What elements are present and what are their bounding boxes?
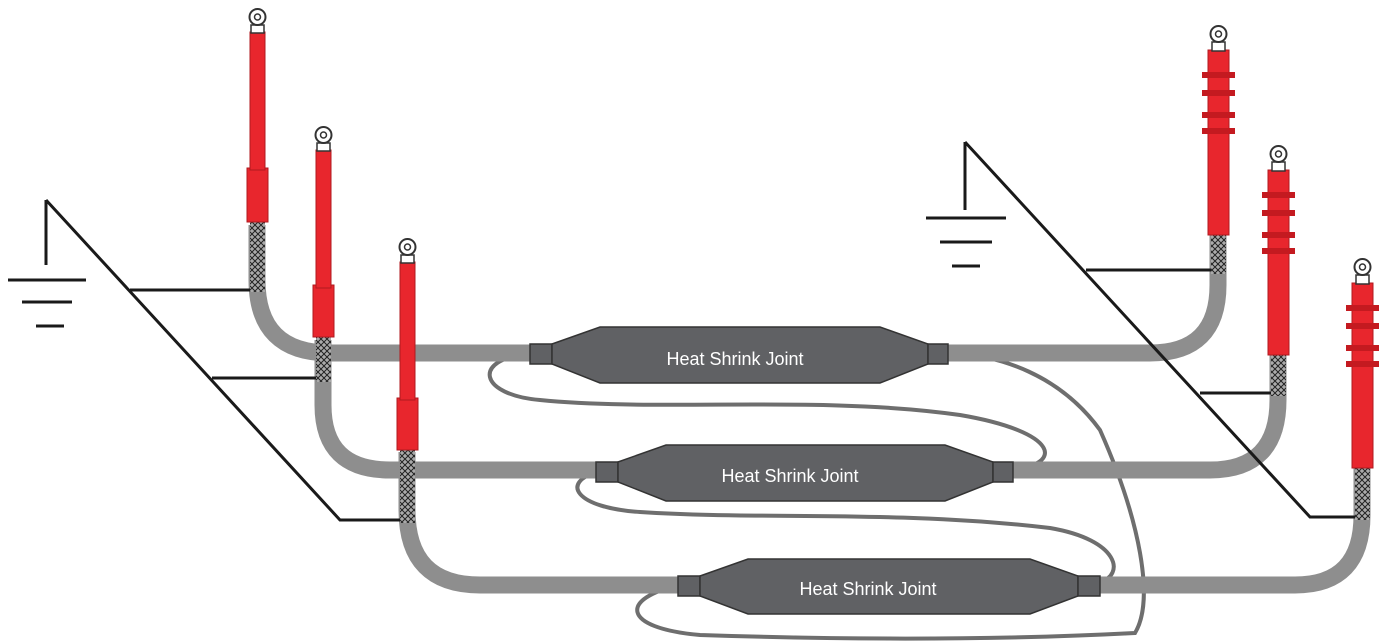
joint-3-label: Heat Shrink Joint [799, 579, 936, 599]
lug-stem [1355, 274, 1370, 285]
screen-wires [487, 351, 1146, 641]
joint-connector-right [992, 461, 1014, 483]
lug-hole [319, 131, 328, 139]
lug-ring [1353, 258, 1372, 276]
termination-lower [246, 167, 269, 223]
lug-ring [248, 8, 267, 26]
joint-2: Heat Shrink Joint [595, 444, 1014, 502]
earth-bonding-lines [44, 140, 1362, 522]
joint-connector-left [529, 343, 553, 365]
braid-section [400, 448, 415, 523]
lug-ring [1269, 145, 1288, 163]
braid-section [1211, 232, 1226, 274]
shed [1202, 72, 1235, 78]
lug-hole [1358, 263, 1367, 271]
braid-section [250, 220, 265, 292]
shed [1346, 305, 1379, 311]
plain-termination-icon [246, 8, 269, 292]
screen-wire-loop-3 [635, 351, 1146, 641]
lug-ring [314, 126, 333, 144]
braid-section [1271, 352, 1286, 396]
braid-section [316, 334, 331, 382]
left-earth-diagonal [44, 198, 407, 522]
joint-2-label: Heat Shrink Joint [721, 466, 858, 486]
plain-termination-icon [312, 126, 335, 382]
shed [1346, 361, 1379, 367]
lug-stem [1211, 41, 1226, 52]
lug-hole [403, 243, 412, 251]
lug-stem [250, 24, 265, 34]
lug-hole [1274, 150, 1283, 158]
outdoor-termination-icon [1262, 145, 1295, 396]
lug-hole [253, 13, 262, 21]
braid-section [1355, 465, 1370, 520]
lug-ring [1209, 25, 1228, 43]
lug-hole [1214, 30, 1223, 38]
joint-1-label: Heat Shrink Joint [666, 349, 803, 369]
termination-lower [312, 284, 335, 338]
ground-icon [8, 278, 86, 328]
joint-connector-right [927, 343, 949, 365]
termination-upper [315, 149, 332, 289]
joint-1: Heat Shrink Joint [529, 326, 949, 384]
lug-stem [400, 254, 415, 264]
shed [1262, 210, 1295, 216]
lug-ring [398, 238, 417, 256]
shed [1202, 128, 1235, 134]
shed [1262, 232, 1295, 238]
plain-termination-icon [396, 238, 419, 523]
shed [1262, 248, 1295, 254]
joint-connector-left [595, 461, 619, 483]
outdoor-termination-icon [1202, 25, 1235, 274]
lug-stem [316, 142, 331, 152]
joint-3: Heat Shrink Joint [677, 558, 1101, 615]
shed [1202, 90, 1235, 96]
screen-wire-loop-2 [575, 470, 1116, 584]
shed [1262, 192, 1295, 198]
termination-upper [399, 261, 416, 401]
termination-upper [249, 31, 266, 171]
right-earth-diagonal [963, 140, 1362, 519]
cable-phase-2 [314, 340, 1287, 479]
joint-connector-right [1077, 575, 1101, 597]
lug-stem [1271, 161, 1286, 172]
termination-lower [396, 397, 419, 451]
shed [1202, 112, 1235, 118]
screen-wire-loop-1 [487, 351, 1047, 472]
joint-connector-left [677, 575, 701, 597]
shed [1346, 345, 1379, 351]
outdoor-termination-icon [1346, 258, 1379, 520]
shed [1346, 323, 1379, 329]
ground-icon [926, 216, 1006, 268]
